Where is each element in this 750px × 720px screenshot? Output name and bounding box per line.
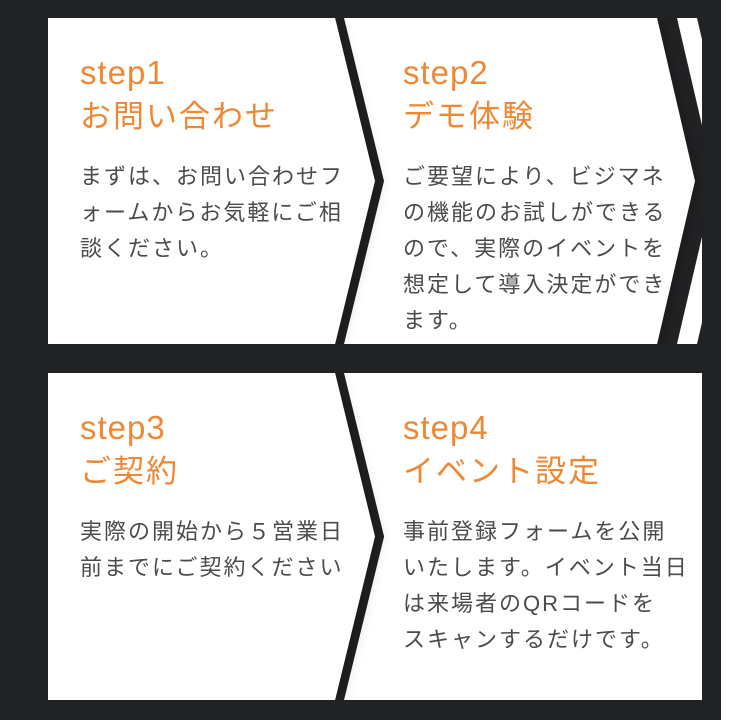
step1-label: step1 [80, 54, 166, 91]
step3-label: step3 [80, 409, 166, 446]
step4-title: イベント設定 [403, 454, 601, 489]
step4-card-shape: step4 イベント設定 事前登録フォームを公開 いたします。イベント当日 は来… [344, 373, 702, 700]
step2-label: step2 [403, 54, 489, 91]
step1-title: お問い合わせ [80, 99, 278, 134]
step1-description: まずは、お問い合わせフ ォームからお気軽にご相 談ください。 [80, 164, 345, 261]
step3-card-shape: step3 ご契約 実際の開始から５営業日 前までにご契約ください [48, 373, 375, 700]
step3-card: step3 ご契約 実際の開始から５営業日 前までにご契約ください [48, 373, 375, 700]
steps-row-1: step1 お問い合わせ まずは、お問い合わせフ ォームからお気軽にご相 談くだ… [48, 18, 702, 344]
step2-description: ご要望により、ビジマネ の機能のお試しができる ので、実際のイベントを 想定して… [403, 164, 667, 333]
steps-row-2: step3 ご契約 実際の開始から５営業日 前までにご契約ください step4 … [48, 373, 702, 700]
step4-label: step4 [403, 409, 489, 446]
step1-card: step1 お問い合わせ まずは、お問い合わせフ ォームからお気軽にご相 談くだ… [48, 18, 375, 344]
step3-description: 実際の開始から５営業日 前までにご契約ください [80, 519, 345, 580]
step4-description: 事前登録フォームを公開 いたします。イベント当日 は来場者のQRコードを スキャ… [403, 519, 689, 652]
step2-card-shape: step2 デモ体験 ご要望により、ビジマネ の機能のお試しができる ので、実際… [344, 18, 695, 344]
step3-title: ご契約 [80, 454, 179, 489]
step2-card: step2 デモ体験 ご要望により、ビジマネ の機能のお試しができる ので、実際… [344, 18, 695, 344]
step1-card-shape: step1 お問い合わせ まずは、お問い合わせフ ォームからお気軽にご相 談くだ… [48, 18, 375, 344]
step4-card: step4 イベント設定 事前登録フォームを公開 いたします。イベント当日 は来… [344, 373, 702, 700]
step2-title: デモ体験 [403, 99, 535, 134]
